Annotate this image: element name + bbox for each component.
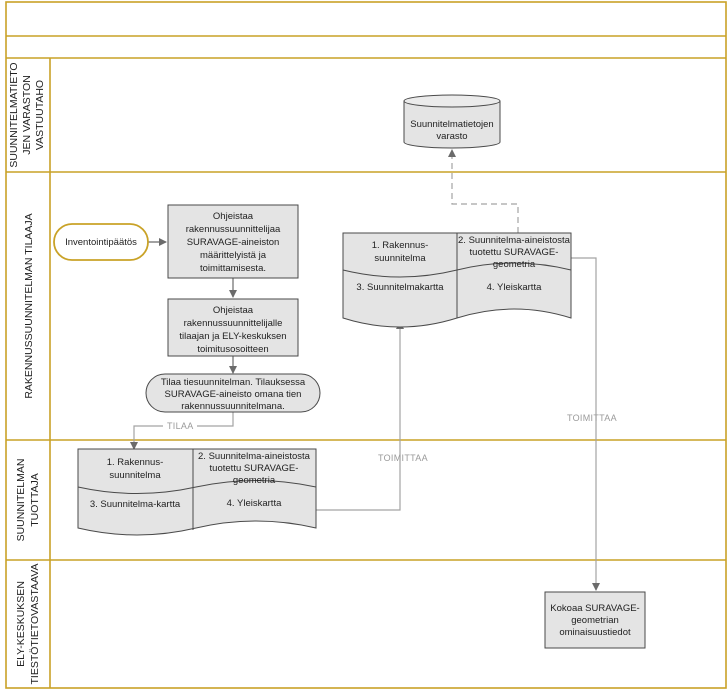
lane-label-tilaaja-line1: RAKENNUSSUUNNITELMAN TILAAJA [23, 213, 35, 398]
lane-label-varasto-line2: JEN VARASTON [21, 75, 33, 155]
task2-line1: Ohjeistaa [213, 305, 254, 316]
task2-line3: tilaajan ja ELY-keskuksen [179, 331, 286, 342]
doc1-cell2-line3: geometria [493, 259, 536, 270]
start-label: Inventointipäätös [65, 237, 137, 248]
doc2-cell3: 3. Suunnitelma-kartta [90, 499, 181, 510]
lane-label-tuottaja-line1: SUUNNITELMAN [15, 459, 27, 542]
lane-label-tuottaja: SUUNNITELMAN TUOTTAJA [15, 459, 41, 542]
edge-label-toimittaa-2: TOIMITTAA [567, 413, 617, 423]
doc2-cell2-line2: tuotettu SURAVAGE- [210, 463, 299, 474]
edge-label-tilaa: TILAA [167, 421, 194, 431]
lane-label-varasto-line1: SUUNNITELMATIETO [8, 62, 20, 167]
lane-label-tilaaja: RAKENNUSSUUNNITELMAN TILAAJA [23, 213, 35, 398]
doc2-cell1-line2: suunnitelma [109, 470, 161, 481]
task1-line2: rakennussuunnittelijaa [186, 224, 281, 235]
task4-line1: Kokoaa SURAVAGE- [550, 603, 639, 614]
lane-label-varasto: SUUNNITELMATIETO JEN VARASTON VASTUUTAHO [8, 62, 46, 167]
lane-label-ely-line2: TIESTÖTIETOVASTAAVA [29, 564, 41, 685]
doc1-cell2-line1: 2. Suunnitelma-aineistosta [458, 235, 571, 246]
doc1-cell3: 3. Suunnitelmakartta [356, 282, 444, 293]
task4-line2: geometrian [571, 615, 619, 626]
doc1-cell2-line2: tuotettu SURAVAGE- [470, 247, 559, 258]
document-tuottaja: 1. Rakennus- suunnitelma 2. Suunnitelma-… [77, 448, 317, 536]
doc2-cell4: 4. Yleiskartta [227, 498, 282, 509]
edge-doc-to-database [448, 149, 519, 233]
document-tilaaja: 1. Rakennus- suunnitelma 2. Suunnitelma-… [342, 232, 572, 328]
task3-line1: Tilaa tiesuunnitelman. Tilauksessa [161, 377, 306, 388]
pool-frame [5, 1, 727, 689]
doc1-cell1-line1: 1. Rakennus- [372, 240, 429, 251]
database-label-line2: varasto [436, 131, 467, 142]
database-suunnitelmatietojen-varasto: Suunnitelmatietojen varasto [403, 94, 501, 149]
database-label-line1: Suunnitelmatietojen [410, 119, 493, 130]
edge-toimittaa-2 [571, 257, 600, 591]
task-tilaa-tiesuunnitelman: Tilaa tiesuunnitelman. Tilauksessa SURAV… [145, 373, 321, 413]
lane-label-tuottaja-line2: TUOTTAJA [29, 473, 41, 526]
task4-line3: ominaisuustiedot [559, 627, 631, 638]
task3-line3: rakennussuunnitelmana. [181, 401, 285, 412]
doc2-cell2-line1: 2. Suunnitelma-aineistosta [198, 451, 311, 462]
task1-line3: SURAVAGE-aineiston [187, 237, 280, 248]
task3-line2: SURAVAGE-aineisto omana tien [165, 389, 302, 400]
task-ohjeistaa-toimitusosoitteen: Ohjeistaa rakennussuunnittelijalle tilaa… [167, 298, 299, 357]
edge-label-toimittaa-1: TOIMITTAA [378, 453, 428, 463]
edge-labels: TILAA TOIMITTAA TOIMITTAA [163, 413, 617, 463]
doc2-cell2-line3: geometria [233, 475, 276, 486]
lane-label-ely-line1: ELY-KESKUKSEN [15, 581, 27, 667]
doc2-cell1-line1: 1. Rakennus- [107, 457, 164, 468]
doc1-cell4: 4. Yleiskartta [487, 282, 542, 293]
task2-line4: toimitusosoitteen [197, 344, 268, 355]
task-ohjeistaa-rakennussuunnittelijaa: Ohjeistaa rakennussuunnittelijaa SURAVAG… [167, 204, 299, 279]
task2-line2: rakennussuunnittelijalle [184, 318, 283, 329]
task1-line4: määrittelyistä ja [200, 250, 267, 261]
task1-line1: Ohjeistaa [213, 211, 254, 222]
task1-line5: toimittamisesta. [200, 263, 266, 274]
task-kokoaa-suravage: Kokoaa SURAVAGE- geometrian ominaisuusti… [544, 591, 646, 649]
lane-label-ely: ELY-KESKUKSEN TIESTÖTIETOVASTAAVA [15, 564, 41, 685]
start-inventointipaatos: Inventointipäätös [53, 223, 149, 261]
lane-label-varasto-line3: VASTUUTAHO [34, 80, 46, 150]
connectors [130, 149, 600, 591]
doc1-cell1-line2: suunnitelma [374, 253, 426, 264]
edge-toimittaa-1 [316, 321, 404, 511]
